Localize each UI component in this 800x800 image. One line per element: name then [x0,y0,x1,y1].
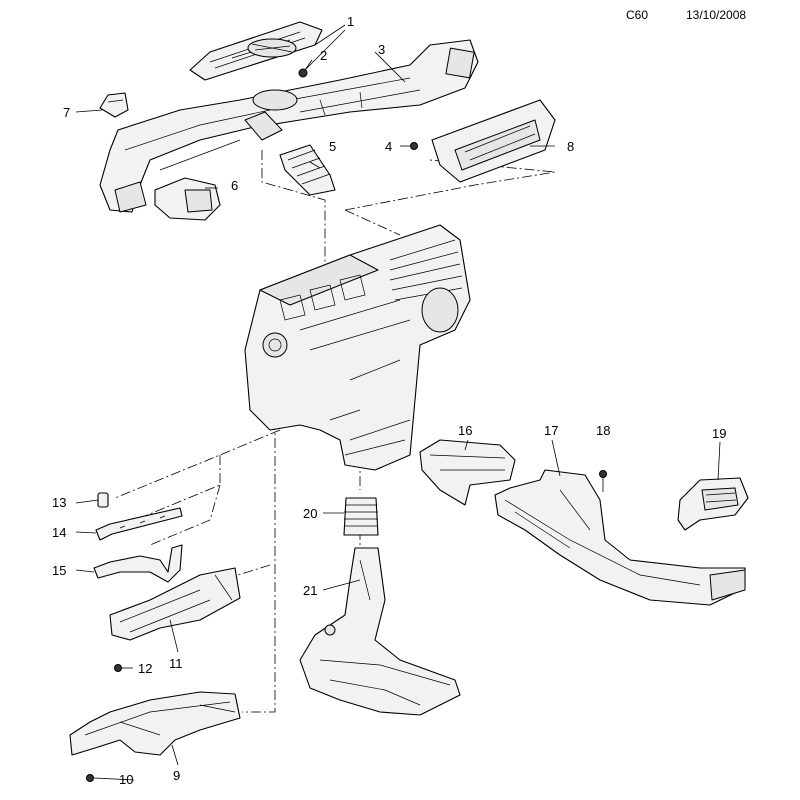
part-15-hose [93,544,183,583]
callout-8: 8 [567,139,574,154]
callout-16: 16 [458,423,472,438]
callout-13: 13 [52,495,66,510]
part-9-lower-duct [69,691,241,756]
part-8-center-vent [431,99,556,183]
callout-3: 3 [378,42,385,57]
leader-lines [75,24,721,781]
callout-20: 20 [303,506,317,521]
part-13-plug [97,492,109,508]
callout-7: 7 [63,105,70,120]
callout-6: 6 [231,178,238,193]
callout-11: 11 [169,656,183,671]
part-4-screw [400,142,418,150]
part-19-rear-vent [677,477,749,531]
part-5-grille [279,144,336,196]
callout-21: 21 [303,583,317,598]
part-7-small-vent [99,92,129,118]
callout-18: 18 [596,423,610,438]
part-1-upper-grille [189,21,323,81]
part-18-screw [599,470,607,492]
part-2-clip [298,68,308,78]
callout-9: 9 [173,768,180,783]
part-16-duct-elbow [419,439,516,506]
part-12-screw [114,664,122,672]
part-3-main-duct [99,39,479,213]
callout-15: 15 [52,563,66,578]
part-20-bellows [343,497,379,536]
callout-14: 14 [52,525,66,540]
part-10-screw [86,774,94,782]
part-11-left-duct [109,567,241,641]
diagram-date: 13/10/2008 [686,8,747,22]
callout-5: 5 [329,139,336,154]
part-14-hose [95,507,183,541]
callout-4: 4 [385,139,392,154]
diagram-code: C60 [626,8,649,22]
callout-19: 19 [712,426,726,441]
hvac-housing [244,224,471,471]
callout-2: 2 [320,48,327,63]
callout-numbers: 1 2 3 4 5 6 7 8 9 10 11 12 13 14 15 16 1… [52,14,726,787]
callout-17: 17 [544,423,558,438]
callout-12: 12 [138,661,152,676]
callout-1: 1 [347,14,354,29]
part-21-floor-duct [299,547,461,716]
part-17-rear-duct [494,469,746,606]
part-6-side-vent [154,177,221,221]
callout-10: 10 [119,772,133,787]
